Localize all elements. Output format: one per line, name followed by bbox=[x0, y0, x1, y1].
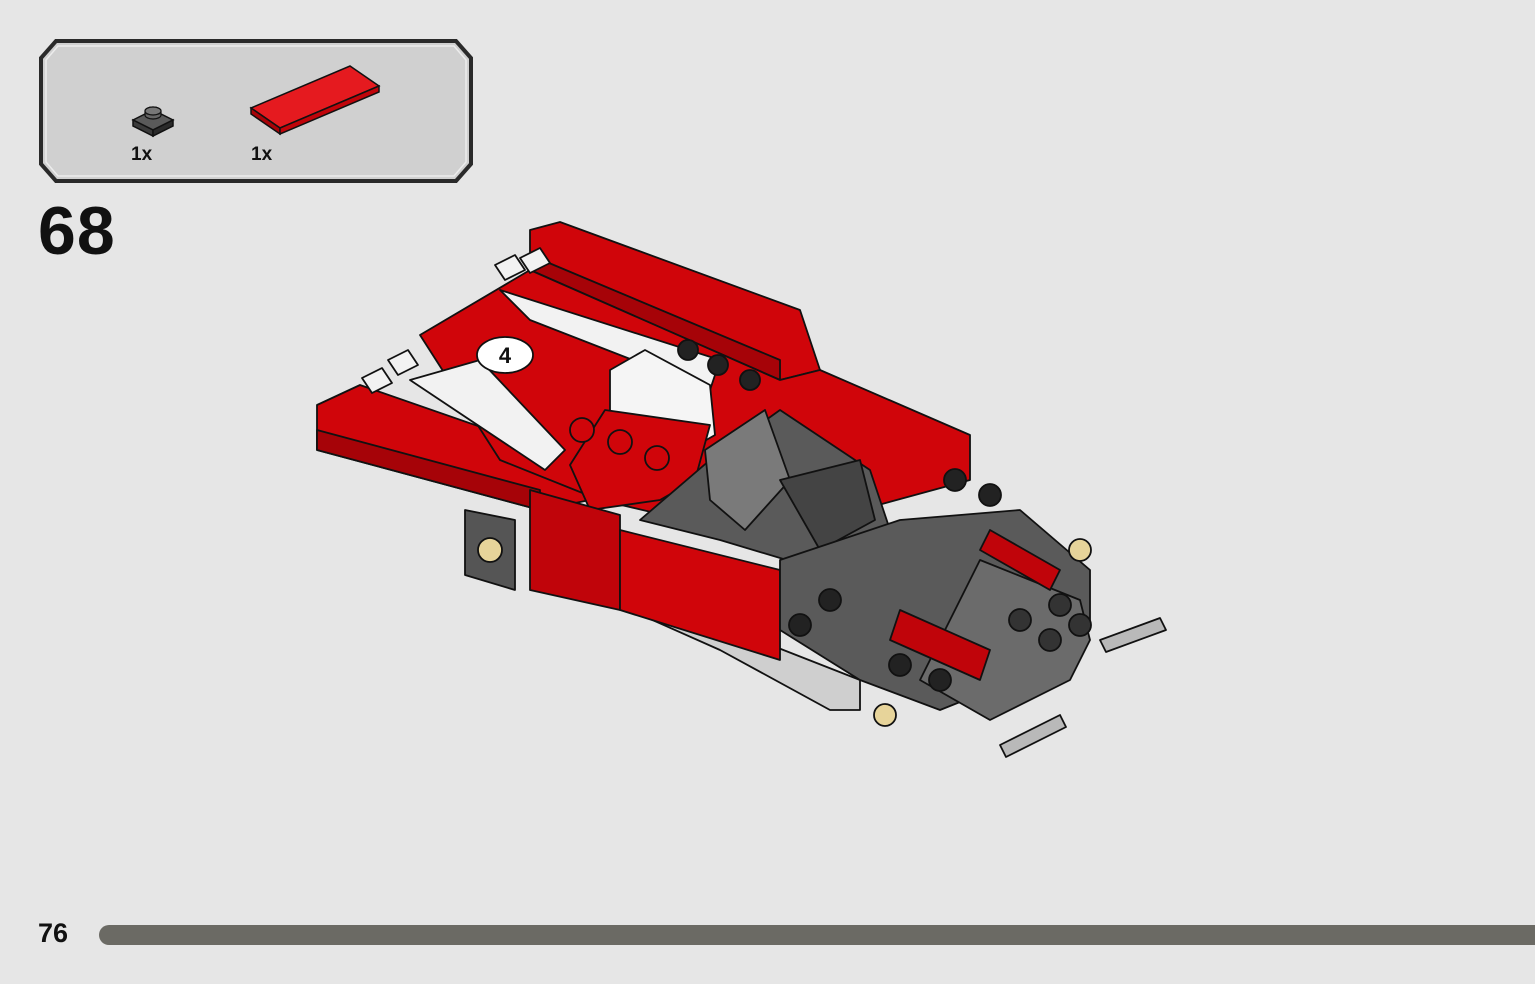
dark-gray-round-plate-1x1-icon bbox=[131, 106, 175, 138]
part-count-tile: 1x bbox=[251, 144, 273, 165]
race-number: 4 bbox=[499, 343, 512, 368]
page-number: 76 bbox=[38, 918, 69, 948]
race-car-assembly-icon: 4 bbox=[316, 221, 1167, 758]
step-number: 68 bbox=[38, 193, 116, 269]
red-tile-2x4-icon bbox=[249, 65, 381, 136]
part-count-plate: 1x bbox=[131, 144, 153, 165]
parts-box-frame bbox=[39, 39, 473, 183]
progress-bar bbox=[99, 925, 1535, 945]
parts-list-box: 1x 1x bbox=[38, 38, 474, 184]
